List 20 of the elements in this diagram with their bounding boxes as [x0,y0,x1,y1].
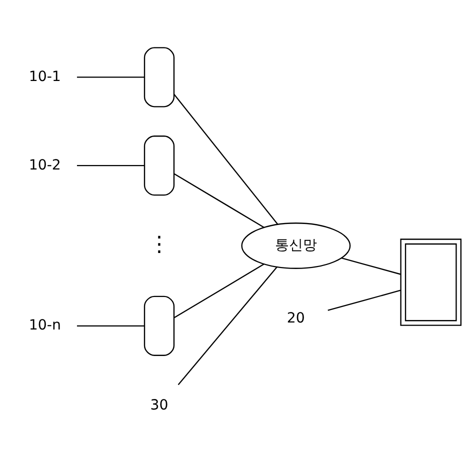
node-ellipse: 통신망 [241,222,351,268]
connector [76,324,144,326]
node-text: 30 [150,397,168,414]
node-text: 10-n [28,317,61,334]
connector [328,289,401,310]
connector [178,266,278,385]
connector [174,263,264,318]
node-box [144,46,175,107]
node-text: 10-1 [28,68,61,84]
connector [174,93,278,224]
connector [76,76,144,78]
label: ⋮ [148,231,170,256]
node-box [400,238,462,326]
connector [341,256,401,274]
node-text: 10-2 [28,156,61,173]
node-text: 20 [286,310,305,326]
connector [76,164,144,166]
connector [174,172,264,228]
node-box [144,295,175,356]
node-box [144,135,175,196]
